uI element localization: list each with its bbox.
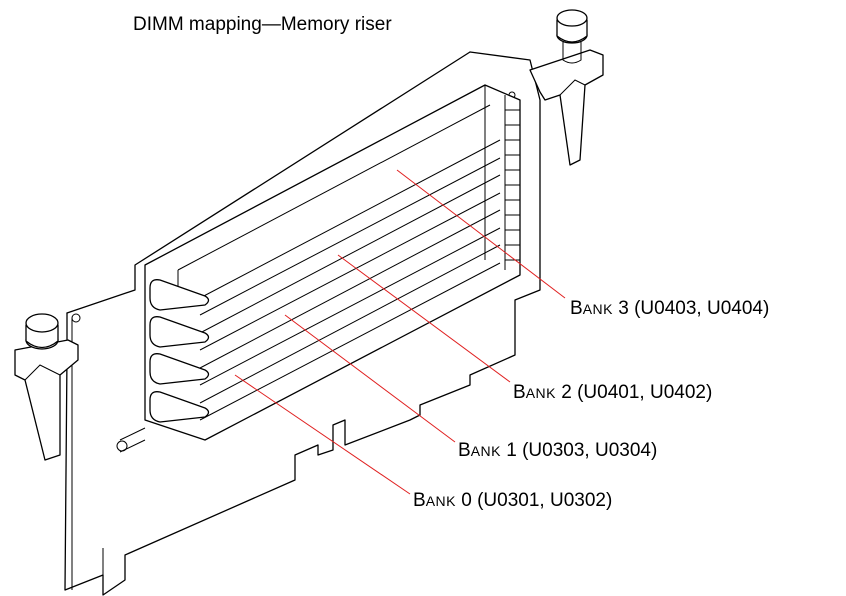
leader-bank-3 — [396, 169, 566, 299]
callout-bank-3-label: 3 (U0403, U0404) — [612, 298, 770, 319]
callout-bank-3-prefix: B — [570, 298, 583, 319]
callout-bank-2-prefix: B — [513, 382, 526, 403]
leader-lines — [234, 169, 566, 495]
callout-bank-2: BANK 2 (U0401, U0402) — [513, 382, 712, 404]
callout-bank-1: BANK 1 (U0303, U0304) — [458, 440, 657, 462]
leader-bank-2 — [337, 254, 511, 383]
callout-bank-0-label: 0 (U0301, U0302) — [455, 490, 613, 511]
callout-bank-1-prefix: B — [458, 440, 471, 461]
figure-title: DIMM mapping—Memory riser — [133, 14, 392, 35]
callout-bank-0-prefix: B — [413, 490, 426, 511]
callout-bank-3: BANK 3 (U0403, U0404) — [570, 298, 769, 320]
leader-bank-1 — [284, 314, 456, 443]
dimm-connectors — [116, 84, 521, 453]
callout-bank-2-label: 2 (U0401, U0402) — [555, 382, 713, 403]
leader-bank-0 — [234, 374, 411, 495]
callout-bank-3-smallcaps: ANK — [582, 301, 613, 317]
right-ejector — [529, 9, 604, 166]
callout-bank-2-smallcaps: ANK — [525, 385, 556, 401]
callout-bank-1-label: 1 (U0303, U0304) — [500, 440, 658, 461]
callout-bank-0: BANK 0 (U0301, U0302) — [413, 490, 612, 512]
callout-bank-1-smallcaps: ANK — [470, 443, 501, 459]
callout-bank-0-smallcaps: ANK — [425, 493, 456, 509]
left-ejector — [14, 313, 79, 461]
